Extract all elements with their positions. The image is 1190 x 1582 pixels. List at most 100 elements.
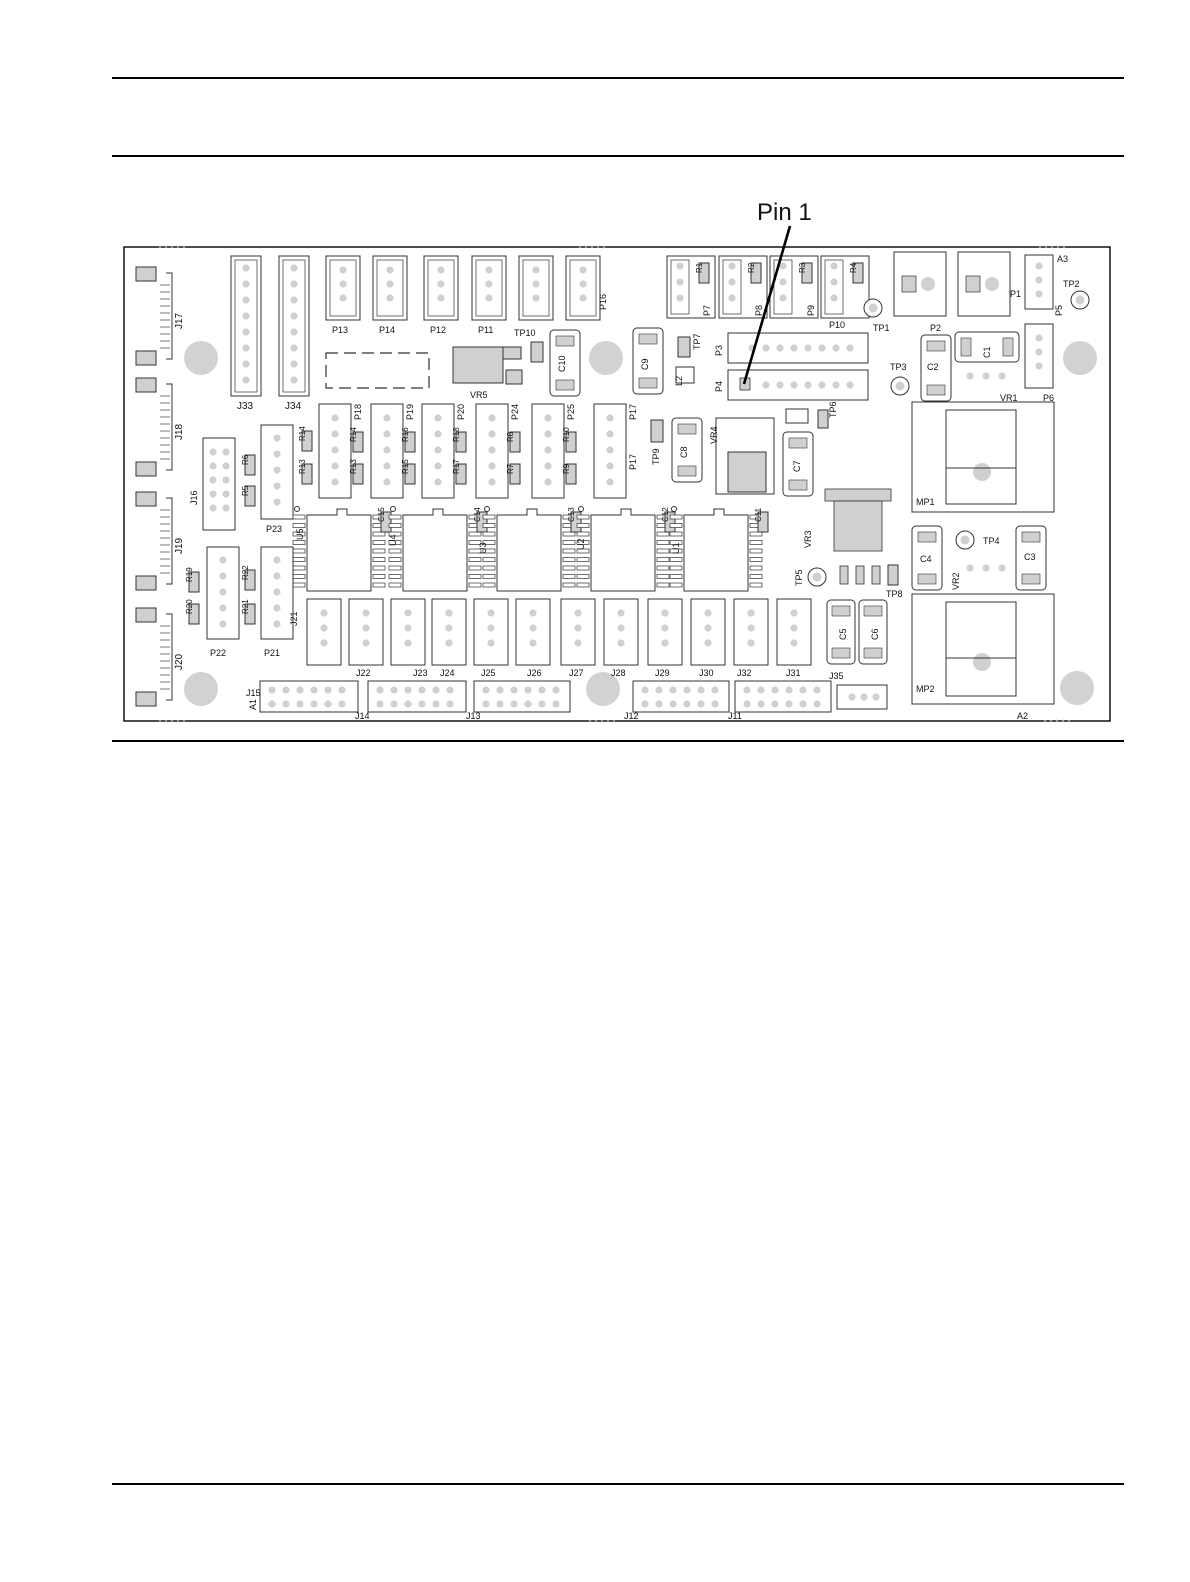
ic-pin: [576, 548, 590, 554]
header-p3-pin: [818, 344, 826, 352]
connector-j30-pin: [704, 624, 712, 632]
connector-j27-pin: [574, 639, 582, 647]
capacitor-c9: [632, 327, 664, 395]
connector-j25-pin: [487, 639, 495, 647]
label-j32: J32: [737, 668, 752, 678]
ic-pin: [482, 531, 496, 537]
edge-dot: [1056, 245, 1060, 249]
connector-p16-pin: [579, 280, 587, 288]
connector-j31: [733, 598, 769, 666]
header-j16-pin: [209, 490, 217, 498]
regulator-vr3-lead: [855, 565, 865, 585]
label-tp9: TP9: [651, 448, 661, 465]
edge-connector-tab: [135, 350, 157, 366]
resistor-r2: [750, 262, 762, 284]
connector-j23-pin: [404, 609, 412, 617]
header-j33-pin: [242, 376, 250, 384]
ic-pin: [482, 557, 496, 562]
capacitor-pad: [555, 335, 575, 347]
header-j16-pin: [222, 490, 230, 498]
edge-dot: [1050, 245, 1054, 249]
connector-p17-pin: [606, 446, 614, 454]
label-j27: J27: [569, 668, 584, 678]
connector-pad: [965, 275, 981, 293]
connector-j35-pin: [848, 693, 856, 701]
connector-j24: [431, 598, 467, 666]
label-c15: C15: [377, 507, 386, 522]
connector-j21-pin: [320, 609, 328, 617]
connector-p5-pin: [1035, 262, 1043, 270]
connector-pin: [921, 277, 935, 291]
mounting-hole: [1063, 341, 1097, 375]
header-pin: [496, 686, 504, 694]
header-j33-pin: [242, 264, 250, 272]
ic-pin: [482, 514, 496, 520]
ic-pin: [576, 574, 590, 579]
edge-dot: [596, 245, 600, 249]
edge-dot: [1055, 719, 1059, 723]
ic-pin: [576, 565, 590, 571]
connector-p11-pin: [485, 266, 493, 274]
regulator-vr5-cap: [530, 341, 544, 363]
resistor-r7: [509, 463, 521, 485]
header-pin: [655, 686, 663, 694]
header-p4: [727, 369, 869, 401]
label-c3: C3: [1024, 552, 1036, 562]
capacitor-pad: [917, 573, 937, 585]
header-pin: [268, 686, 276, 694]
ic-pin: [749, 531, 763, 537]
connector-j21-pin: [320, 639, 328, 647]
header-pin: [282, 700, 290, 708]
resistor-r8: [509, 431, 521, 453]
header-pin: [376, 700, 384, 708]
connector-p14-pin: [386, 294, 394, 302]
header-pin: [432, 700, 440, 708]
connector-p20-pin: [434, 478, 442, 486]
ic-pin: [562, 557, 576, 562]
connector-p24-pin: [488, 430, 496, 438]
connector-p5-pin: [1035, 276, 1043, 284]
header-pin: [524, 700, 532, 708]
connector-j22-pin: [362, 624, 370, 632]
capacitor-pad: [677, 423, 697, 435]
label-r2: R2: [747, 262, 756, 273]
connector-p16-pin: [532, 294, 540, 302]
edge-dot: [182, 719, 186, 723]
connector-p14: [372, 255, 408, 321]
connector-p19-pin: [383, 430, 391, 438]
label-p21: P21: [264, 648, 280, 658]
ic-pin: [749, 582, 763, 588]
connector-p14-pin: [386, 266, 394, 274]
connector-p22-pin: [219, 556, 227, 564]
regulator-vr5-tab: [505, 369, 523, 385]
label-c8: C8: [679, 446, 689, 458]
label-j20: J20: [174, 653, 185, 670]
capacitor-pad: [638, 377, 658, 389]
resistor-r13: [301, 463, 313, 485]
label-tp5: TP5: [794, 569, 804, 586]
edge-dot: [158, 245, 162, 249]
ic-pin: [562, 565, 576, 571]
connector-p25-pin: [544, 462, 552, 470]
label-p17: P17: [628, 454, 638, 470]
mounting-hole: [1060, 671, 1094, 705]
ic-pin: [372, 565, 386, 571]
connector-p16-pin: [579, 266, 587, 274]
connector-p12: [423, 255, 459, 321]
resistor-r4: [852, 262, 864, 284]
connector-p24-pin: [488, 462, 496, 470]
inductor-l2: [675, 366, 695, 384]
header-j16-pin: [222, 504, 230, 512]
label-u4: U4: [388, 534, 398, 546]
edge-dot: [1038, 245, 1042, 249]
header-j16-pin: [209, 504, 217, 512]
connector-j26-pin: [529, 639, 537, 647]
connector-p8-pin: [728, 262, 736, 270]
header-pin: [785, 686, 793, 694]
connector-inner: [475, 259, 503, 317]
label-r14: R14: [349, 427, 358, 442]
resistor-r15: [404, 463, 416, 485]
regulator-vr3-lead: [871, 565, 881, 585]
heatsink-mp1-body: [945, 409, 1017, 505]
test-point-pad: [812, 572, 822, 582]
